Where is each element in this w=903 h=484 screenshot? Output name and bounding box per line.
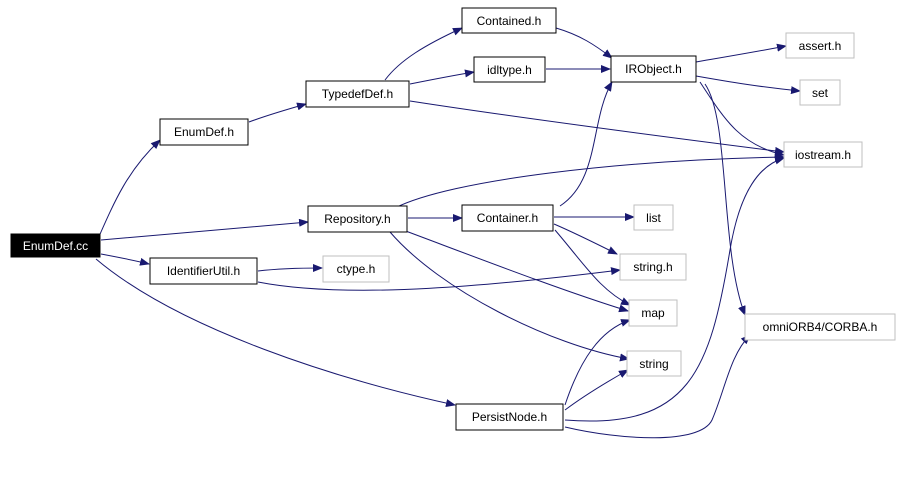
edge-identifierutilh-stringh — [257, 267, 621, 291]
node-label: IRObject.h — [625, 62, 682, 76]
node-contained-h[interactable]: Contained.h — [461, 7, 557, 34]
node-string-h[interactable]: string.h — [619, 253, 687, 281]
node-set[interactable]: set — [799, 79, 841, 106]
edge-containerh-stringh — [553, 223, 618, 255]
edge-identifierutilh-ctypeh — [257, 264, 323, 273]
node-label: omniORB4/CORBA.h — [763, 320, 878, 334]
node-label: idltype.h — [487, 63, 532, 77]
node-label: string — [639, 357, 668, 371]
node-map[interactable]: map — [628, 299, 678, 327]
node-irobject-h[interactable]: IRObject.h — [610, 55, 697, 83]
edge-persistnodeh-omniorb — [564, 334, 751, 439]
edge-containerh-irobjecth — [559, 81, 613, 207]
edge-repositoryh-map — [402, 229, 629, 313]
edge-irobjecth-set — [695, 75, 801, 95]
edge-enumdefcc-repositoryh — [100, 218, 309, 241]
node-label: Contained.h — [477, 14, 542, 28]
node-label: map — [641, 306, 665, 320]
edge-repositoryh-iostreamh — [394, 153, 785, 209]
node-label: TypedefDef.h — [322, 87, 393, 101]
node-label: list — [646, 211, 661, 225]
node-label: set — [812, 86, 829, 100]
edge-persistnodeh-map — [564, 319, 631, 406]
node-iostream-h[interactable]: iostream.h — [783, 141, 863, 168]
edge-irobjecth-asserth — [695, 43, 787, 63]
node-label: IdentifierUtil.h — [167, 264, 240, 278]
node-typedefdef-h[interactable]: TypedefDef.h — [305, 80, 410, 108]
node-idltype-h[interactable]: idltype.h — [473, 56, 546, 83]
node-container-h[interactable]: Container.h — [461, 204, 554, 232]
node-label: EnumDef.cc — [23, 239, 88, 253]
edge-repositoryh-string — [389, 231, 630, 362]
edge-enumdefcc-persistnodeh — [95, 258, 456, 407]
node-enumdef-h[interactable]: EnumDef.h — [159, 118, 249, 146]
edge-enumdefcc-identifierutilh — [100, 253, 150, 266]
node-repository-h[interactable]: Repository.h — [307, 205, 408, 233]
edge-containedh-irobjecth — [555, 27, 613, 59]
node-label: string.h — [633, 260, 672, 274]
node-persistnode-h[interactable]: PersistNode.h — [455, 403, 564, 431]
edge-irobjecth-omniorb — [704, 83, 746, 316]
node-enumdef-cc[interactable]: EnumDef.cc — [10, 233, 101, 258]
node-label: EnumDef.h — [174, 125, 234, 139]
node-ctype-h[interactable]: ctype.h — [322, 255, 390, 283]
edge-persistnodeh-string — [564, 369, 629, 411]
node-label: ctype.h — [337, 262, 376, 276]
edge-enumdefh-typedefdefh — [248, 102, 307, 123]
node-label: Repository.h — [324, 212, 390, 226]
edge-enumdefcc-enumdefh — [96, 139, 161, 242]
edge-persistnodeh-iostreamh — [564, 156, 785, 422]
node-label: PersistNode.h — [472, 410, 547, 424]
node-identifierutil-h[interactable]: IdentifierUtil.h — [149, 257, 258, 285]
edge-typedefdefh-containedh — [384, 27, 463, 81]
node-label: Container.h — [477, 211, 538, 225]
edge-irobjecth-iostreamh — [699, 81, 785, 157]
node-label: iostream.h — [795, 148, 851, 162]
edge-typedefdefh-iostreamh — [409, 100, 785, 155]
edge-containerh-map — [554, 229, 631, 306]
node-omniorb4-corba-h[interactable]: omniORB4/CORBA.h — [744, 313, 896, 341]
node-assert-h[interactable]: assert.h — [785, 32, 855, 59]
edge-typedefdefh-idltypeh — [409, 69, 475, 85]
node-string[interactable]: string — [626, 350, 682, 377]
node-label: assert.h — [799, 39, 842, 53]
node-list[interactable]: list — [633, 204, 674, 231]
